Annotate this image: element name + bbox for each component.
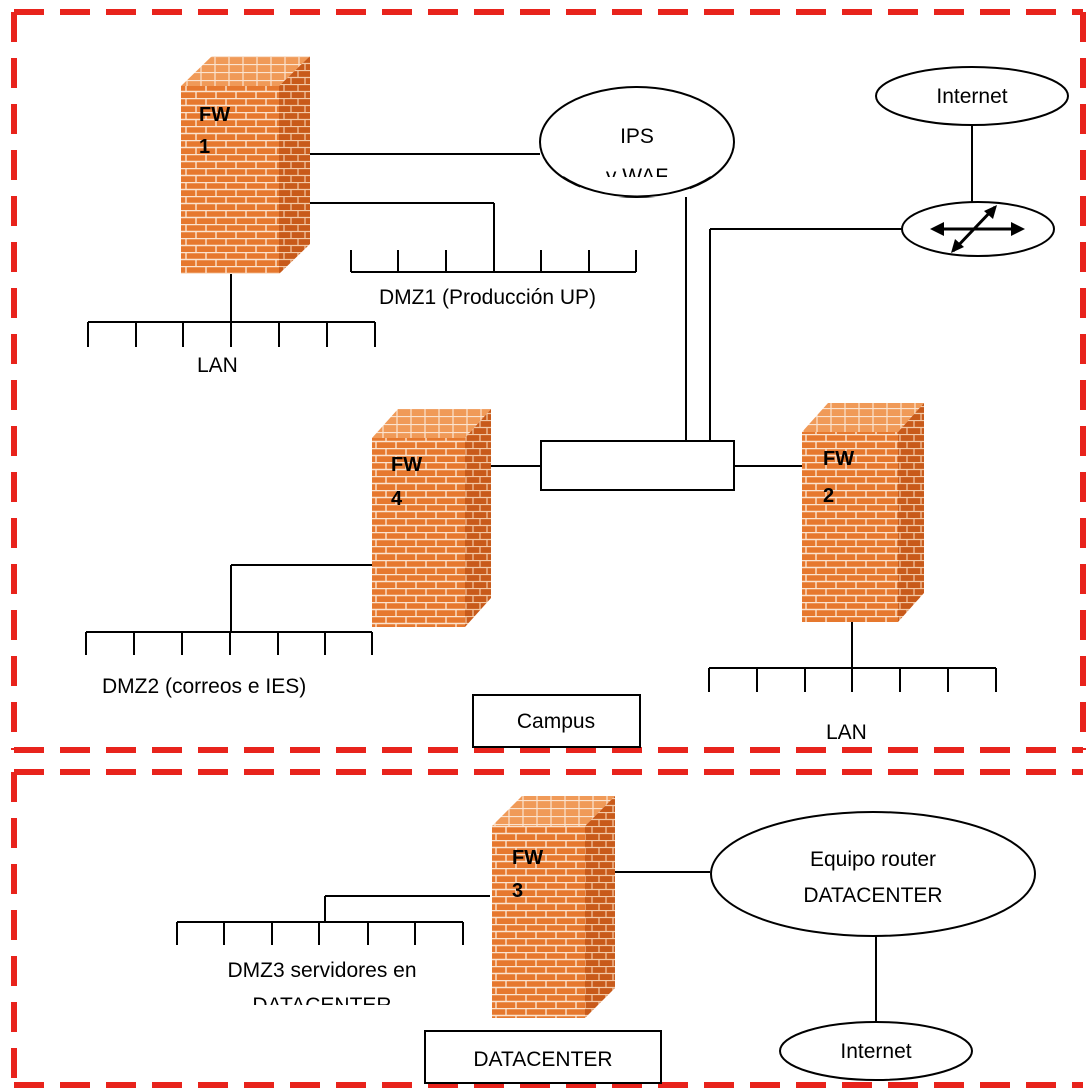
fw4-label-line1: FW xyxy=(391,454,422,476)
firewall-fw3: FW 3 xyxy=(492,796,615,1018)
connection-lines xyxy=(230,125,973,1022)
internet-campus-label: Internet xyxy=(936,85,1007,108)
lan-fw2-bus xyxy=(708,667,997,692)
router-datacenter-node: Equipo router DATACENTER xyxy=(710,811,1036,937)
datacenter-zone-border xyxy=(11,769,1083,1088)
fw1-label-line2: 1 xyxy=(199,136,210,158)
internet-datacenter-node: Internet xyxy=(779,1021,973,1081)
lan-fw1-bus xyxy=(87,321,376,347)
dmz2-bus xyxy=(85,631,373,655)
router-dc-label-line2: DATACENTER xyxy=(803,884,942,907)
internet-campus-node: Internet xyxy=(875,66,1069,126)
central-switch xyxy=(540,440,735,491)
datacenter-label-text: DATACENTER xyxy=(473,1048,612,1071)
ips-waf-node: IPS y WAF xyxy=(539,86,735,198)
dmz3-bus xyxy=(176,921,464,945)
router-dc-label-line1: Equipo router xyxy=(810,848,936,871)
campus-zone-border xyxy=(11,9,1086,753)
dmz3-label: DMZ3 servidores en DATACENTER xyxy=(190,959,470,1025)
fw3-label-line2: 3 xyxy=(512,880,523,902)
internet-dc-label: Internet xyxy=(840,1040,911,1063)
dmz2-label: DMZ2 (correos e IES) xyxy=(102,675,306,698)
router-campus-icon xyxy=(901,201,1055,257)
fw4-label-line2: 4 xyxy=(391,488,403,510)
firewall-fw2: FW 2 xyxy=(802,403,924,622)
datacenter-zone-label: DATACENTER xyxy=(424,1030,662,1084)
fw2-label-line1: FW xyxy=(823,448,854,470)
ips-label-line1: IPS xyxy=(620,125,654,148)
dmz3-label-line1: DMZ3 servidores en xyxy=(227,959,416,982)
campus-label-text: Campus xyxy=(517,710,595,733)
dmz1-bus xyxy=(350,250,637,273)
fw2-label-line2: 2 xyxy=(823,485,834,507)
fw3-label-line1: FW xyxy=(512,847,543,869)
fw1-label-line1: FW xyxy=(199,104,230,126)
lan-fw2-label: LAN xyxy=(826,721,867,744)
dmz1-label: DMZ1 (Producción UP) xyxy=(379,286,596,309)
campus-zone-label: Campus xyxy=(472,694,641,748)
firewall-fw4: FW 4 xyxy=(372,409,491,627)
lan-fw1-label: LAN xyxy=(197,354,238,377)
firewall-fw1: FW 1 xyxy=(181,56,310,274)
